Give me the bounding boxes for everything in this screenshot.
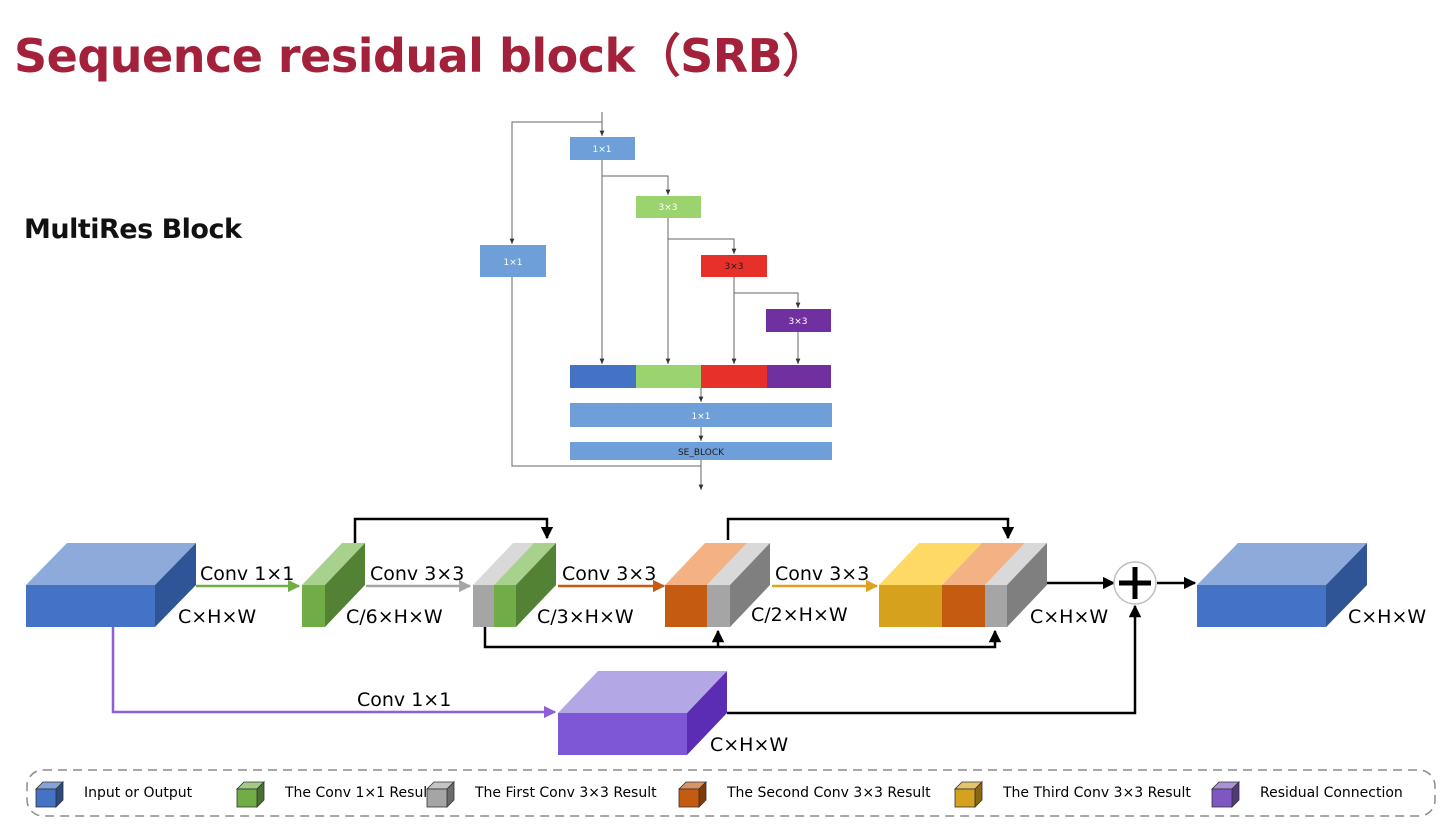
legend-swatch-4 xyxy=(678,781,707,808)
concat-gray-green xyxy=(473,543,556,627)
t2-dim-label: C/3×H×W xyxy=(537,606,634,628)
input-cube xyxy=(26,543,196,627)
srb-diagram: Conv 1×1 Conv 3×3 Conv 3×3 Conv 3×3 Conv… xyxy=(26,517,1426,756)
t3-dim-label: C/2×H×W xyxy=(751,604,848,626)
multires-subtitle: MultiRes Block xyxy=(24,214,242,245)
multires-diagram: 1×1 3×3 3×3 3×3 1×1 1×1 SE_BLOCK xyxy=(480,112,832,490)
concat-dim-label: C×H×W xyxy=(1030,606,1108,628)
legend-label-4: The Second Conv 3×3 Result xyxy=(726,785,931,801)
multires-block-3x3-second-label: 3×3 xyxy=(725,262,744,272)
conv2-label: Conv 3×3 xyxy=(370,563,464,585)
conv3-label: Conv 3×3 xyxy=(562,563,656,585)
multires-side-1x1 xyxy=(480,245,546,277)
legend-label-1: Input or Output xyxy=(84,785,193,801)
conv4-label: Conv 3×3 xyxy=(775,563,869,585)
skip-top-2 xyxy=(726,517,1015,540)
legend-swatch-6 xyxy=(1211,781,1240,808)
legend: Input or Output The Conv 1×1 Result The Fi… xyxy=(26,769,1436,817)
multires-side-branch xyxy=(509,121,602,244)
output-cube xyxy=(1197,543,1367,627)
multires-line-a-b xyxy=(601,160,671,195)
skip-top-1 xyxy=(353,517,554,545)
residual-line xyxy=(111,627,557,719)
legend-swatch-5 xyxy=(954,781,983,808)
multires-side-return xyxy=(511,277,701,467)
residual-cube xyxy=(558,671,727,755)
multires-se-block xyxy=(570,442,832,460)
legend-label-6: Residual Connection xyxy=(1260,785,1403,801)
residual-dim-label: C×H×W xyxy=(710,734,788,756)
conv1-label: Conv 1×1 xyxy=(200,563,294,585)
output-dim-label: C×H×W xyxy=(1348,606,1426,628)
residual-to-sum xyxy=(727,604,1142,715)
multires-block-3x3-third-label: 3×3 xyxy=(789,317,808,327)
page-title: Sequence residual block（SRB） xyxy=(14,29,828,83)
multires-block-3x3-second xyxy=(701,255,767,277)
input-dim-label: C×H×W xyxy=(178,606,256,628)
multires-block-3x3-first-label: 3×3 xyxy=(659,203,678,213)
multires-line-b-c xyxy=(667,218,737,254)
multires-block-3x3-third xyxy=(766,309,831,332)
multires-block-3x3-first xyxy=(636,196,701,218)
skip-bottom xyxy=(483,627,1002,649)
conv1-result-slab xyxy=(302,543,365,627)
legend-swatch-3 xyxy=(426,781,455,808)
legend-swatch-1 xyxy=(35,781,64,808)
legend-label-2: The Conv 1×1 Result xyxy=(284,785,433,801)
concat-orange-gray xyxy=(665,543,770,627)
legend-label-5: The Third Conv 3×3 Result xyxy=(1002,785,1191,801)
multires-se-block-label: SE_BLOCK xyxy=(678,448,725,458)
legend-swatch-2 xyxy=(236,781,265,808)
multires-concat-bar xyxy=(570,365,831,388)
sum-node xyxy=(1113,561,1157,605)
multires-fuse-1x1 xyxy=(570,403,832,427)
multires-fuse-1x1-label: 1×1 xyxy=(692,412,711,422)
multires-block-1x1-label: 1×1 xyxy=(593,145,612,155)
multires-line-c-d xyxy=(733,277,801,308)
multires-block-1x1 xyxy=(570,137,635,160)
concat-gold-orange-gray xyxy=(879,543,1047,627)
legend-label-3: The First Conv 3×3 Result xyxy=(474,785,657,801)
t1-dim-label: C/6×H×W xyxy=(346,606,443,628)
residual-conv-label: Conv 1×1 xyxy=(357,689,451,711)
multires-side-1x1-label: 1×1 xyxy=(504,258,523,268)
